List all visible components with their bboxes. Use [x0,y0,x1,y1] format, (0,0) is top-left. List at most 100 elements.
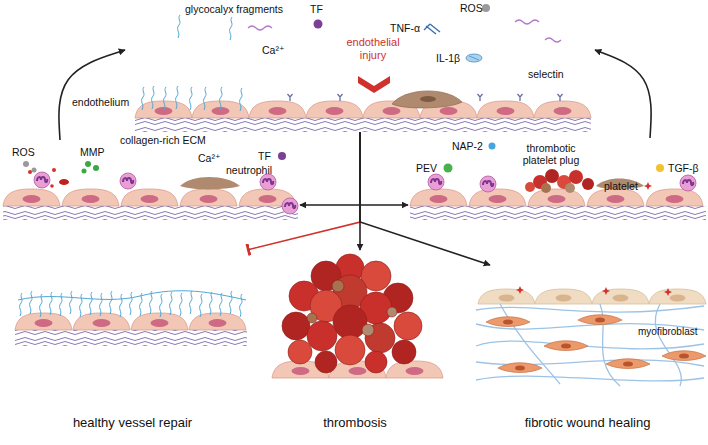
illustration-part [582,178,594,190]
illustration-part [386,361,443,378]
illustration-part [93,165,99,171]
outcome-thrombosis: thrombosis [265,250,447,440]
illustration-part [410,206,706,220]
callout-label: glycocalyx fragments [185,3,283,15]
illustration-part [180,189,237,206]
illustration-part [240,294,242,317]
illustration-part [394,312,422,340]
illustration-part [62,189,119,206]
illustration-part [476,304,704,386]
illustration-part [525,182,535,192]
illustration-part [50,184,54,188]
illustration-part [176,86,178,109]
panel-label: thrombotic platelet plug [513,142,589,166]
callout-label: TNF-α [390,22,420,34]
illustration-part [338,94,343,101]
illustration-part [100,293,102,316]
illustration-part [587,189,644,206]
neutrophil-panel: neutrophil [0,140,300,220]
callout-label: Ca²⁺ [262,44,284,56]
illustration-part [73,313,130,330]
illustration-part [3,189,60,206]
illustration-part [387,307,397,317]
illustration-part [477,101,534,118]
illustration-part [565,183,575,193]
illustration-part [90,292,92,315]
illustration-part [160,294,162,317]
illustration-part [248,26,272,30]
illustration-part [220,293,222,316]
illustration-part [478,289,535,304]
illustration-part [528,189,585,206]
outcome-fibrosis: fibrotic wound healing [470,265,707,440]
illustration-part [558,94,563,101]
illustration-part [150,291,152,314]
illustration-part [30,291,32,314]
illustration-part [541,183,551,193]
illustration-part [135,101,192,118]
callout-label: ROS [460,2,483,14]
illustration-part [578,315,622,325]
illustration-part [424,24,440,34]
illustration-part [545,169,559,183]
callout-label: selectin [528,68,564,80]
illustration-part [34,172,50,188]
illustration-part [332,280,344,292]
illustration-part [200,294,202,317]
illustration-part [365,351,387,373]
illustration-part [282,198,298,214]
flow-arrow [360,132,408,205]
illustration-part [362,324,374,336]
flow-arrow [360,132,490,265]
illustration-part [220,87,222,110]
callout-label: TF [258,150,271,162]
illustration-part [230,17,232,40]
callout-label: IL-1β [436,52,460,64]
illustration-part [486,317,530,327]
panel-label: neutrophil [226,164,282,176]
illustration-part [3,206,298,220]
illustration-part [131,313,188,330]
illustration-part [110,291,112,314]
illustration-part [170,292,172,315]
illustration-part [333,305,367,339]
illustration-part [249,101,306,118]
illustration-part [50,292,52,315]
illustration-part [592,289,649,304]
callout-label: collagen-rich ECM [120,134,206,146]
illustration-part [545,38,561,42]
top-endothelium [135,4,591,132]
callout-label: NAP-2 [452,140,483,152]
illustration-part [392,91,462,108]
illustration-part [189,313,246,330]
illustration-part [335,335,365,365]
illustration-part [135,118,591,132]
illustration-part [260,174,276,190]
illustration-part [28,170,32,174]
illustration-part [18,291,246,300]
callout-label: TGF-β [668,162,699,174]
right-panel-art [410,143,706,221]
outcome-repair: healthy vessel repair [10,250,257,440]
illustration-part [190,87,192,110]
callout-label: Ca²⁺ [198,152,220,164]
flow-arrow [595,50,651,138]
illustration-part [428,174,444,190]
illustration-part [130,292,132,315]
illustration-part [230,291,232,314]
illustration-part [278,152,286,160]
panel-label: endothelial injury [342,36,404,61]
illustration-part [646,189,703,206]
illustration-part [469,189,526,206]
illustration-part [288,94,293,101]
illustration-part [314,20,323,29]
illustration-part [82,169,87,174]
illustration-part [420,96,436,102]
illustration-part [480,176,496,192]
illustration-part [142,87,144,110]
callout-label: endothelium [72,96,129,108]
flow-arrow [59,50,125,140]
healthy-vessel-art [15,291,247,346]
